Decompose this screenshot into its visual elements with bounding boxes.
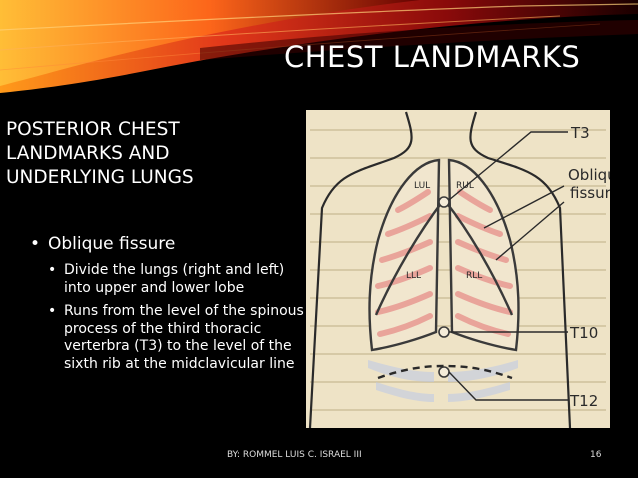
slide-title: CHEST LANDMARKS [284, 40, 581, 74]
decorative-banner [0, 0, 638, 95]
lung-diagram-art: LUL RUL LLL RLL T3 Oblique fissure T10 T… [306, 110, 626, 429]
label-lll: LLL [406, 271, 421, 281]
ribs [375, 189, 513, 337]
lung-diagram: LUL RUL LLL RLL T3 Oblique fissure T10 T… [306, 110, 626, 429]
lower-ribs-shading [368, 360, 518, 402]
t3-marker [438, 196, 450, 208]
callout-lines [448, 131, 568, 401]
bullet-dot-icon: • [48, 262, 57, 278]
label-oblique: Oblique [568, 166, 610, 184]
label-lul: LUL [414, 181, 430, 191]
t10-marker [438, 326, 450, 338]
bullet-dot-icon: • [30, 234, 41, 254]
right-oblique-fissure [445, 201, 514, 316]
label-rll: RLL [466, 271, 482, 281]
sub-bullet-2-text: Runs from the level of the spinous proce… [64, 303, 304, 372]
label-t12: T12 [569, 392, 598, 410]
slide-footer: BY: ROMMEL LUIS C. ISRAEL III [227, 450, 362, 460]
diaphragm-line [377, 364, 513, 380]
banner-art [0, 0, 638, 95]
bullet-main: • Oblique fissure [30, 232, 310, 256]
left-oblique-fissure [374, 201, 443, 316]
bullet-dot-icon: • [48, 303, 57, 319]
bullet-main-text: Oblique fissure [48, 234, 176, 254]
sub-bullet-2: • Runs from the level of the spinous pro… [48, 303, 310, 373]
label-rul: RUL [456, 181, 474, 191]
page-number: 16 [590, 450, 602, 460]
label-fissure: fissure [570, 184, 610, 202]
t12-marker [438, 366, 450, 378]
label-t10: T10 [569, 324, 598, 342]
label-t3: T3 [570, 124, 590, 142]
slide-subtitle: POSTERIOR CHEST LANDMARKS AND UNDERLYING… [6, 119, 194, 188]
bullet-list: • Oblique fissure • Divide the lungs (ri… [30, 232, 310, 373]
sub-bullet-1-text: Divide the lungs (right and left) into u… [64, 262, 285, 296]
sub-bullet-1: • Divide the lungs (right and left) into… [48, 262, 310, 297]
